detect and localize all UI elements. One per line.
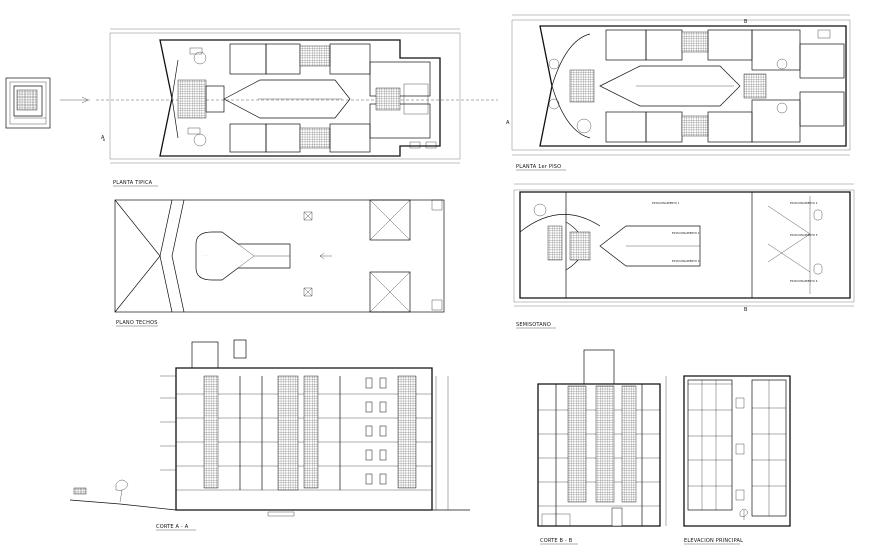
planta-tipica-plan: A PLANTA TIPICA (96, 28, 498, 187)
key-plan (5, 77, 90, 129)
corte-a-section: CORTE A - A (69, 339, 470, 531)
estacionamiento-3: ESTACIONAMIENTO 3 (672, 259, 700, 263)
estacionamiento-2: ESTACIONAMIENTO 2 (672, 231, 700, 235)
section-marker-b: B (744, 19, 748, 25)
semisotano-title: SEMISOTANO (516, 322, 551, 328)
section-marker-a: A (101, 135, 105, 141)
planta-1er-piso-plan: A B PLANTA 1er PISO (506, 14, 851, 171)
planta-tipica-title: PLANTA TIPICA (113, 180, 153, 186)
section-marker-b2: B (744, 307, 748, 313)
estacionamiento-5: ESTACIONAMIENTO 5 (790, 233, 818, 237)
plano-techos-plan: · · · · PLANO TECHOS (114, 199, 445, 327)
elevacion-title: ELEVACION PRINCIPAL (684, 538, 743, 544)
section-marker-a2: A (506, 120, 510, 126)
planta-1er-piso-title: PLANTA 1er PISO (516, 164, 561, 170)
corte-b-title: CORTE B - B (540, 538, 573, 544)
elevacion-principal: ELEVACION PRINCIPAL (683, 375, 791, 545)
estacionamiento-6: ESTACIONAMIENTO 6 (790, 279, 818, 283)
semisotano-plan: ESTACIONAMIENTO 1 ESTACIONAMIENTO 2 ESTA… (513, 183, 855, 329)
svg-text:· · · ·: · · · · (202, 254, 208, 257)
estacionamiento-1: ESTACIONAMIENTO 1 (652, 201, 680, 205)
plano-techos-title: PLANO TECHOS (116, 320, 158, 326)
estacionamiento-4: ESTACIONAMIENTO 4 (790, 201, 818, 205)
corte-a-title: CORTE A - A (156, 524, 189, 530)
corte-b-section: CORTE B - B (537, 349, 667, 545)
